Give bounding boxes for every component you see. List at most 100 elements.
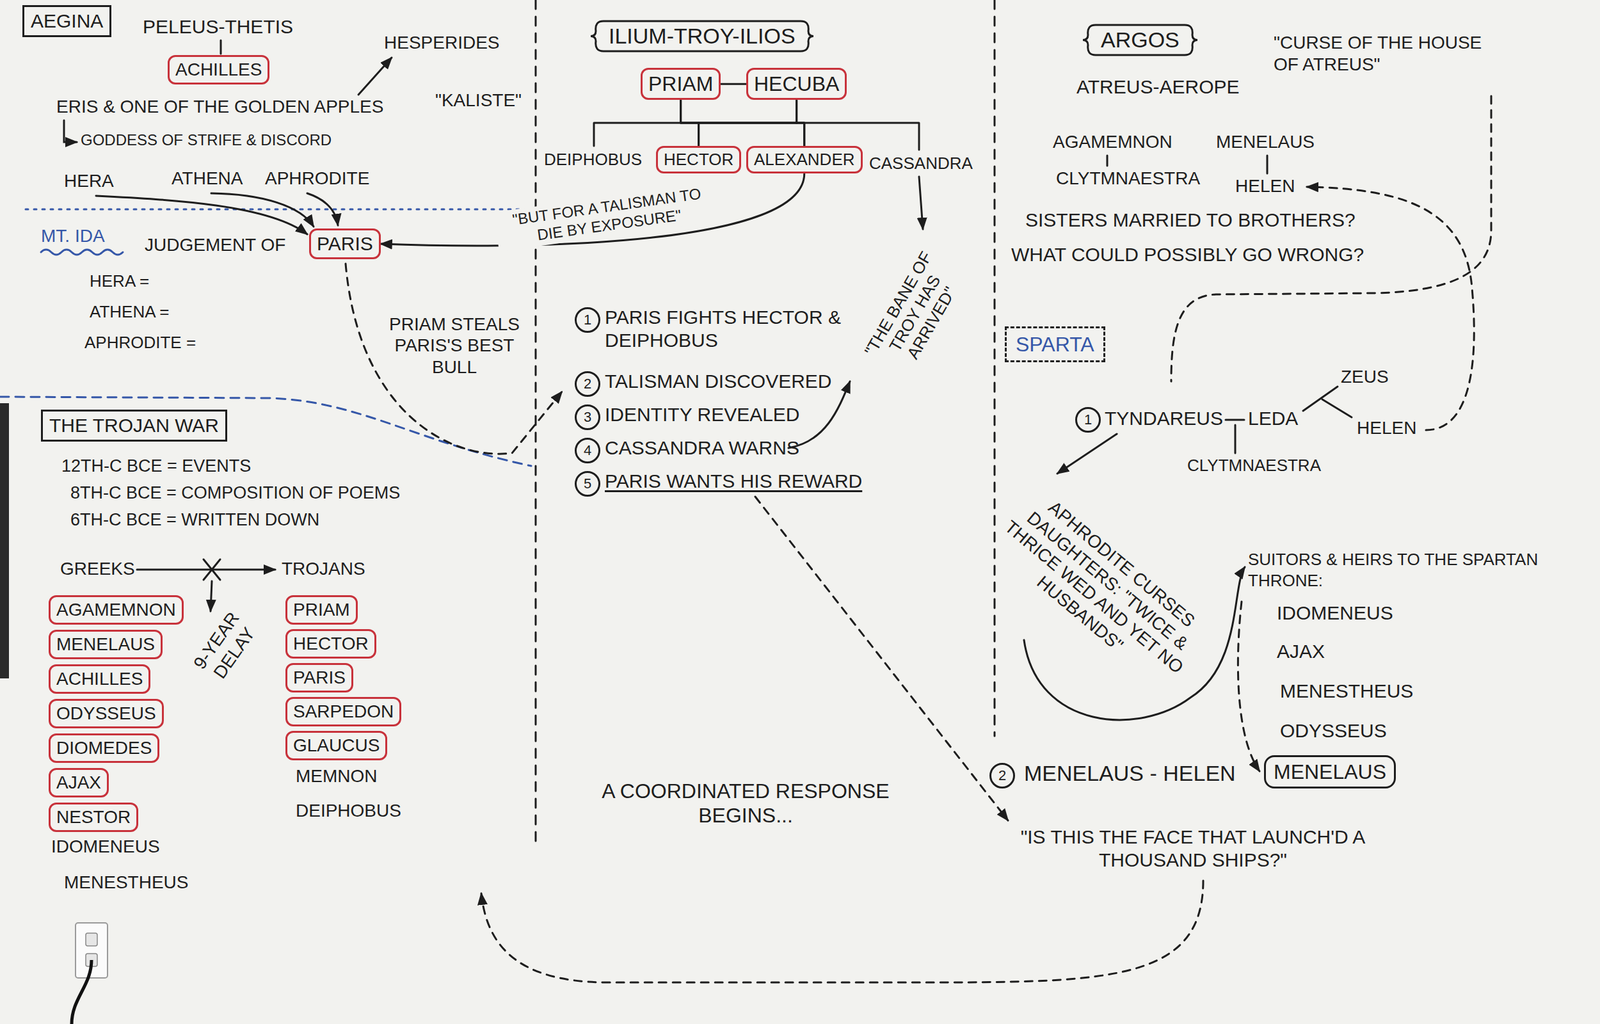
brace-outline-path xyxy=(590,21,814,52)
story-flow-arrow xyxy=(481,880,1204,983)
note-text: APHRODITE CURSES DAUGHTERS: "TWICE & THR… xyxy=(984,481,1217,696)
callout-number: 2 xyxy=(989,762,1016,789)
note-text: GODDESS OF STRIFE & DISCORD xyxy=(80,131,332,150)
name-text: ATREUS-AEROPE xyxy=(1076,75,1240,99)
note-text: "CURSE OF THE HOUSE OF ATREUS" xyxy=(1273,32,1485,75)
pointer-arrow xyxy=(64,120,77,143)
node-text: PARIS xyxy=(316,232,374,256)
name-text: HELEN xyxy=(1235,175,1295,198)
callout-number: 4 xyxy=(574,437,601,464)
note-text: HERA xyxy=(64,170,114,192)
note-text: SISTERS MARRIED TO BROTHERS? xyxy=(1025,208,1356,232)
note-text: IDENTITY REVEALED xyxy=(604,403,800,427)
name-text: MEMNON xyxy=(295,765,378,788)
war-arrow xyxy=(136,568,276,571)
wavy-underline xyxy=(40,249,123,255)
name-box: PARIS xyxy=(309,228,381,260)
region-divider xyxy=(25,208,532,211)
node-text: MENELAUS xyxy=(56,633,155,656)
note-text: HESPERIDES xyxy=(384,32,500,54)
connector-label: "BUT FOR A TALISMAN TO DIE BY EXPOSURE" xyxy=(493,181,722,252)
node-text: HECTOR xyxy=(293,632,369,655)
name-text: TYNDAREUS xyxy=(1104,407,1224,431)
pointer-arrow xyxy=(919,176,923,230)
place-heading: ARGOS xyxy=(1081,23,1199,57)
connector xyxy=(698,99,797,146)
connector xyxy=(720,83,747,86)
note-text: A COORDINATED RESPONSE BEGINS... xyxy=(592,778,900,829)
parent-line xyxy=(1234,424,1237,454)
outlet-socket xyxy=(85,933,98,946)
note-text: ATHENA = xyxy=(89,302,170,322)
note-text: PELEUS-THETIS xyxy=(142,15,294,39)
marriage-line xyxy=(1106,155,1109,166)
note-text: 6TH-C BCE = WRITTEN DOWN xyxy=(70,509,320,530)
note-text: "THE BANE OF TROY HAS ARRIVED" xyxy=(856,240,975,386)
note-text: APHRODITE xyxy=(264,167,370,190)
name-text: ODYSSEUS xyxy=(1280,719,1387,743)
name-text: MENESTHEUS xyxy=(1280,679,1414,703)
region-name: MT. IDA xyxy=(40,225,105,248)
note-text: ATHENA xyxy=(171,167,244,190)
note-text: SUITORS & HEIRS TO THE SPARTAN THRONE: xyxy=(1248,549,1581,591)
node-text: GLAUCUS xyxy=(293,734,380,757)
brace-outline-path xyxy=(1082,24,1198,56)
node-text: ARGOS xyxy=(1100,26,1180,54)
node-text: PRIAM xyxy=(293,599,351,621)
node-text: ODYSSEUS xyxy=(56,702,157,725)
node-text: AEGINA xyxy=(30,9,104,33)
side-heading: GREEKS xyxy=(60,558,136,580)
name-box: DIOMEDES xyxy=(48,733,160,763)
name-text: CLYTMNAESTRA xyxy=(1187,455,1321,476)
pointer-arrow xyxy=(307,193,338,226)
pointer-arrow xyxy=(210,581,212,612)
parent-line xyxy=(1322,399,1352,418)
name-box: ACHILLES xyxy=(167,55,270,85)
note-text: PARIS WANTS HIS REWARD xyxy=(604,469,863,493)
node-text: PARIS xyxy=(293,666,346,689)
name-text: CLYTMNAESTRA xyxy=(1056,167,1200,190)
node-text: HECTOR xyxy=(663,149,734,170)
curse-line xyxy=(1171,96,1492,382)
parent-line xyxy=(220,40,223,54)
callout-number: 5 xyxy=(574,471,601,497)
pointer-arrow xyxy=(358,57,392,95)
name-box: AGAMEMNON xyxy=(48,595,184,625)
note-text: TALISMAN DISCOVERED xyxy=(604,369,832,393)
side-heading: TROJANS xyxy=(281,558,366,580)
node-text: MENELAUS xyxy=(1273,759,1387,784)
name-text: AJAX xyxy=(1276,640,1325,664)
name-box: HECTOR xyxy=(285,629,377,659)
note-text: "KALISTE" xyxy=(435,89,522,112)
power-cable xyxy=(71,960,92,1024)
note-text: PRIAM STEALS PARIS'S BEST BULL xyxy=(387,313,522,379)
pointer-arrow xyxy=(1057,433,1117,474)
name-box: ALEXANDER xyxy=(746,145,863,174)
region-divider xyxy=(0,396,532,466)
column-divider xyxy=(993,0,996,736)
note-text: HERA = xyxy=(89,271,150,292)
screen-edge xyxy=(0,403,9,679)
node-text: SPARTA xyxy=(1015,332,1095,357)
name-text: DEIPHOBUS xyxy=(544,149,642,170)
parent-line xyxy=(1303,386,1338,411)
name-box: MENELAUS xyxy=(1264,755,1396,789)
node-text: HECUBA xyxy=(753,71,840,96)
marriage-line xyxy=(1225,419,1245,422)
name-text: LEDA xyxy=(1248,407,1298,431)
region-box: THE TROJAN WAR xyxy=(40,409,228,442)
node-text: PRIAM xyxy=(648,71,713,96)
note-text: JUDGEMENT OF xyxy=(144,234,286,256)
callout-number: 3 xyxy=(574,404,601,431)
story-flow-arrow xyxy=(755,496,1008,821)
story-flow-arrow xyxy=(1237,601,1260,772)
place-box: SPARTA xyxy=(1004,326,1106,363)
note-text: 9-YEAR DELAY xyxy=(179,594,271,698)
node-text: ACHILLES xyxy=(56,668,143,690)
name-box: GLAUCUS xyxy=(285,730,388,761)
node-text: AGAMEMNON xyxy=(56,599,176,621)
node-text: ALEXANDER xyxy=(753,149,856,170)
name-text: CASSANDRA xyxy=(869,153,973,174)
name-box: SARPEDON xyxy=(285,696,402,727)
